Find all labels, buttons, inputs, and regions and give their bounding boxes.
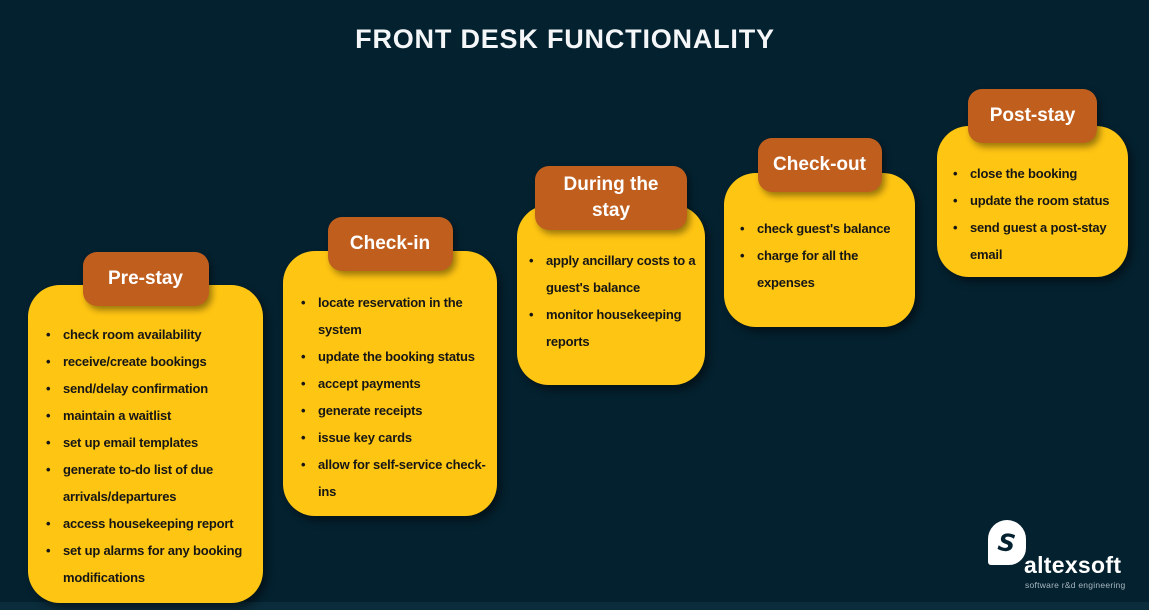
list-item: update the room status bbox=[951, 187, 1124, 214]
logo-swirl-glyph: S bbox=[996, 527, 1018, 558]
stage-badge: During the stay bbox=[535, 166, 687, 230]
list-item: allow for self-service check-ins bbox=[299, 451, 489, 505]
stage-card: check room availability receive/create b… bbox=[28, 285, 263, 603]
list-item: send guest a post-stay email bbox=[951, 214, 1124, 268]
list-item: check guest's balance bbox=[738, 215, 909, 242]
list-item: set up alarms for any booking modificati… bbox=[44, 537, 255, 591]
stage-check-out: Check-out check guest's balance charge f… bbox=[724, 138, 915, 327]
stage-badge: Check-in bbox=[327, 217, 453, 271]
stage-post-stay: Post-stay close the booking update the r… bbox=[937, 89, 1128, 277]
list-item: set up email templates bbox=[44, 429, 255, 456]
footer-accent-strip bbox=[0, 602, 1149, 610]
stage-card: check guest's balance charge for all the… bbox=[724, 173, 915, 327]
list-item: accept payments bbox=[299, 370, 489, 397]
list-item: apply ancillary costs to a guest's balan… bbox=[527, 247, 703, 301]
list-item: maintain a waitlist bbox=[44, 402, 255, 429]
list-item: receive/create bookings bbox=[44, 348, 255, 375]
page-title: FRONT DESK FUNCTIONALITY bbox=[355, 24, 775, 54]
stage-pre-stay: Pre-stay check room availability receive… bbox=[28, 252, 263, 603]
stage-item-list: check guest's balance charge for all the… bbox=[724, 173, 915, 296]
stage-card: close the booking update the room status… bbox=[937, 126, 1128, 277]
stage-item-list: close the booking update the room status… bbox=[937, 126, 1128, 268]
list-item: monitor housekeeping reports bbox=[527, 301, 703, 355]
stage-card: apply ancillary costs to a guest's balan… bbox=[517, 205, 705, 385]
list-item: locate reservation in the system bbox=[299, 289, 489, 343]
altexsoft-logo: S altexsoft software r&d engineering bbox=[988, 518, 1133, 598]
altexsoft-logo-text: altexsoft bbox=[1024, 552, 1122, 578]
altexsoft-logo-icon: S bbox=[988, 520, 1026, 565]
stage-badge: Post-stay bbox=[968, 89, 1097, 143]
stage-badge: Check-out bbox=[757, 138, 882, 192]
list-item: issue key cards bbox=[299, 424, 489, 451]
list-item: access housekeeping report bbox=[44, 510, 255, 537]
altexsoft-tagline: software r&d engineering bbox=[1025, 580, 1126, 590]
list-item: charge for all the expenses bbox=[738, 242, 909, 296]
list-item: check room availability bbox=[44, 321, 255, 348]
list-item: update the booking status bbox=[299, 343, 489, 370]
list-item: generate receipts bbox=[299, 397, 489, 424]
stage-during-the-stay: During the stay apply ancillary costs to… bbox=[517, 166, 705, 385]
stage-item-list: apply ancillary costs to a guest's balan… bbox=[517, 205, 705, 355]
stage-item-list: locate reservation in the system update … bbox=[283, 251, 497, 505]
stage-card: locate reservation in the system update … bbox=[283, 251, 497, 516]
list-item: generate to-do list of due arrivals/depa… bbox=[44, 456, 255, 510]
stage-item-list: check room availability receive/create b… bbox=[28, 285, 263, 591]
stage-check-in: Check-in locate reservation in the syste… bbox=[283, 217, 497, 516]
list-item: send/delay confirmation bbox=[44, 375, 255, 402]
list-item: close the booking bbox=[951, 160, 1124, 187]
stage-badge: Pre-stay bbox=[82, 252, 209, 306]
